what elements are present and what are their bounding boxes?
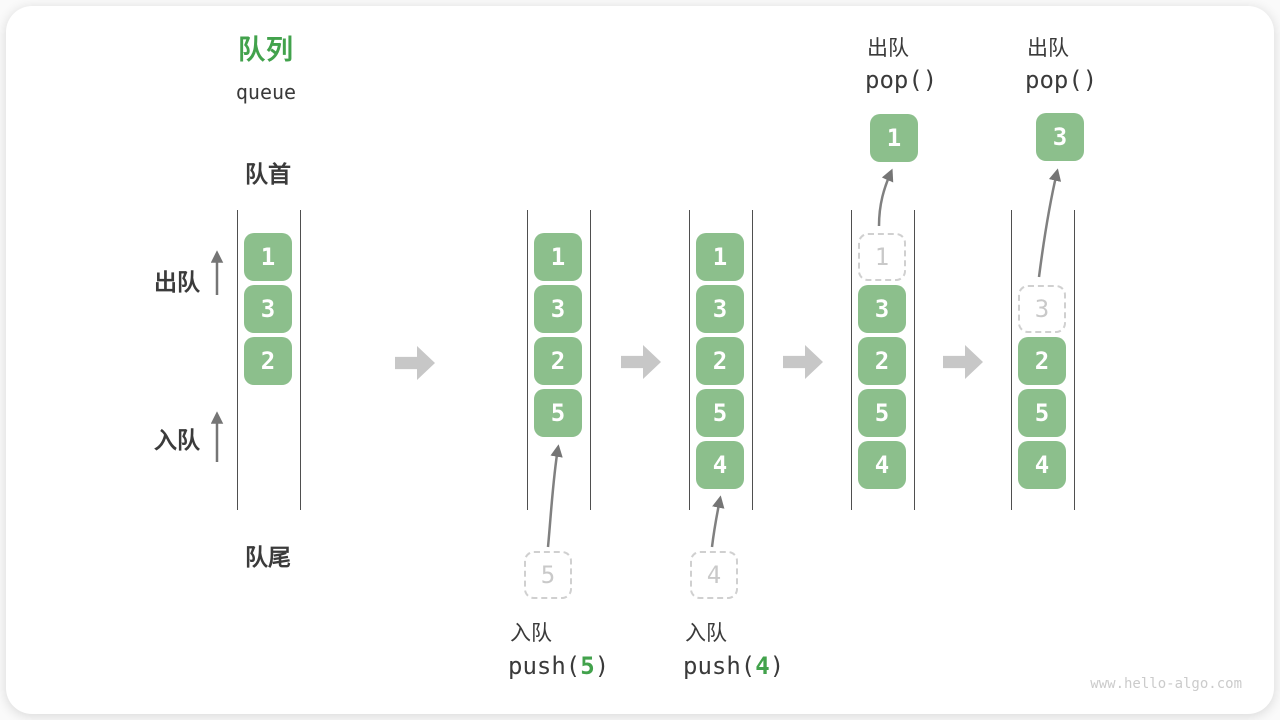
incoming-item-ghost: 4 — [690, 551, 738, 599]
queue-item: 3 — [696, 285, 744, 333]
queue-item: 2 — [858, 337, 906, 385]
label-queue-front: 队首 — [245, 162, 291, 188]
dequeue-code: pop() — [865, 66, 938, 94]
queue-state-1: 1 3 2 — [237, 210, 301, 510]
enqueue-code: push(4) — [683, 652, 784, 680]
queue-item: 4 — [1018, 441, 1066, 489]
enqueue-annotation-label: 入队 — [510, 621, 552, 645]
dequeue-annotation-label: 出队 — [867, 36, 909, 60]
removed-item-ghost: 1 — [858, 233, 906, 281]
queue-item: 4 — [858, 441, 906, 489]
code-arg: 4 — [755, 652, 770, 680]
dequeue-annotation-label: 出队 — [1027, 36, 1069, 60]
enqueue-annotation-label: 入队 — [685, 621, 727, 645]
queue-item: 2 — [1018, 337, 1066, 385]
label-dequeue-side: 出队 — [154, 270, 200, 296]
queue-item: 5 — [1018, 389, 1066, 437]
queue-item: 4 — [696, 441, 744, 489]
code-close: ) — [769, 652, 785, 680]
enqueue-code: push(5) — [508, 652, 609, 680]
queue-item: 1 — [534, 233, 582, 281]
title-block: 队列 queue — [200, 28, 332, 104]
queue-state-3: 1 3 2 5 4 — [689, 210, 753, 510]
dequeue-code: pop() — [1025, 66, 1098, 94]
queue-item: 2 — [244, 337, 292, 385]
label-enqueue-side: 入队 — [154, 428, 200, 454]
page-subtitle: queue — [235, 80, 297, 104]
page-title: 队列 — [238, 35, 294, 66]
queue-item: 5 — [534, 389, 582, 437]
queue-state-2: 1 3 2 5 — [527, 210, 591, 510]
popped-item: 1 — [870, 114, 918, 162]
code-arg: 5 — [580, 652, 595, 680]
queue-state-4: 1 3 2 5 4 — [851, 210, 915, 510]
queue-item: 2 — [696, 337, 744, 385]
queue-item: 2 — [534, 337, 582, 385]
incoming-item-ghost: 5 — [524, 551, 572, 599]
queue-item: 1 — [696, 233, 744, 281]
removed-item-ghost: 3 — [1018, 285, 1066, 333]
code-open: push( — [683, 652, 756, 680]
queue-item: 3 — [858, 285, 906, 333]
queue-item: 1 — [244, 233, 292, 281]
code-close: ) — [594, 652, 610, 680]
label-queue-rear: 队尾 — [245, 545, 291, 571]
popped-item: 3 — [1036, 113, 1084, 161]
code-open: push( — [508, 652, 581, 680]
queue-item: 3 — [244, 285, 292, 333]
queue-item: 5 — [696, 389, 744, 437]
queue-item: 5 — [858, 389, 906, 437]
queue-item: 3 — [534, 285, 582, 333]
watermark: www.hello-algo.com — [1090, 676, 1242, 692]
queue-state-5: 3 2 5 4 — [1011, 210, 1075, 510]
